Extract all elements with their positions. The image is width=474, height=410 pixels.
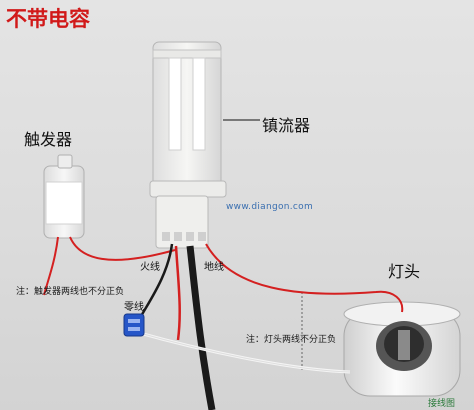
ballast-device (149, 41, 227, 249)
igniter-label: 触发器 (24, 130, 73, 149)
watermark: www.diangon.com (226, 202, 314, 212)
lamp-holder-note: 注：灯头两线不分正负 (246, 335, 337, 345)
ground-wire-label: 地线 (204, 262, 224, 273)
igniter-note: 注：触发器两线也不分正负 (16, 287, 125, 297)
lamp-holder-label: 灯头 (388, 262, 421, 281)
igniter-device (43, 154, 85, 239)
ballast-label: 镇流器 (262, 116, 311, 135)
page-title: 不带电容 (6, 7, 90, 31)
neutral-wire-label: 零线 (124, 302, 144, 313)
lamp-holder-device (343, 301, 461, 397)
corner-mark: 接线图 (428, 399, 456, 409)
pointer-lines (223, 119, 303, 372)
wires (43, 236, 404, 410)
terminal-block (123, 313, 145, 337)
live-wire-label: 火线 (140, 262, 160, 273)
